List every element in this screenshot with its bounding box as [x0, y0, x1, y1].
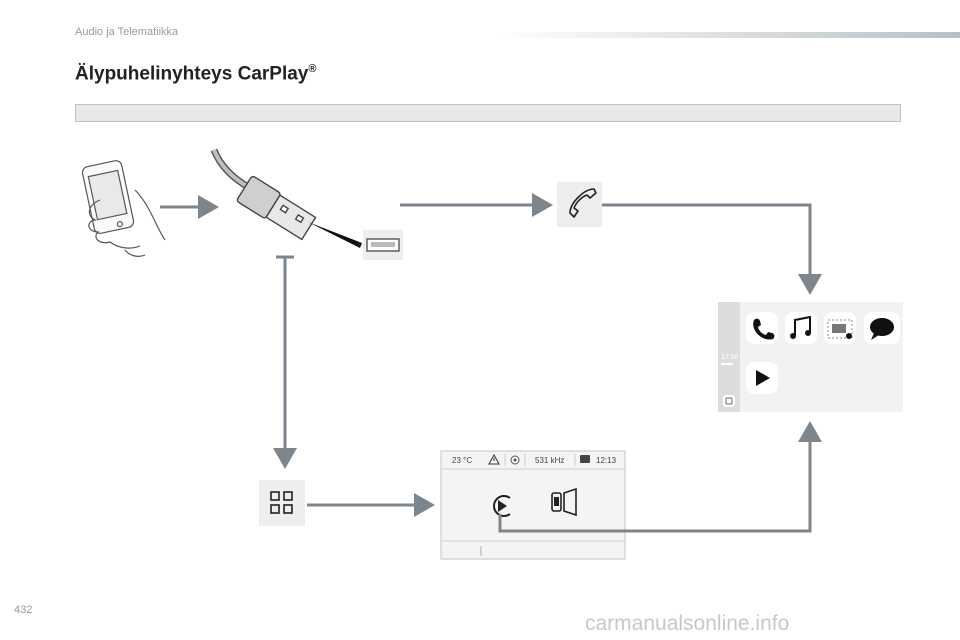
arrow-screen-to-carplay: [498, 421, 822, 533]
registered-mark: ®: [308, 63, 317, 75]
clock-readout: 12:13: [596, 456, 617, 465]
carplay-music-app-icon: [785, 312, 817, 344]
carplay-clock: 17:50: [721, 354, 739, 361]
carplay-home-button: [723, 395, 735, 407]
mirror-screen-icon: [551, 487, 577, 517]
watermark: carmanualsonline.info: [585, 612, 790, 635]
header-bar: [495, 32, 960, 38]
temperature-readout: 23 °C: [452, 456, 472, 465]
carplay-now-playing-app-icon: [746, 362, 778, 394]
usb-plug-icon: [210, 148, 362, 248]
title-band: [75, 104, 901, 122]
head-unit-screen: 23 °C 531 kHz 12:13: [440, 450, 626, 560]
carplay-messages-app-icon: [864, 312, 900, 344]
play-circle-icon: [493, 495, 511, 517]
warning-icon: [488, 453, 500, 465]
apps-grid-icon: [259, 480, 305, 526]
page-title: Älypuhelinyhteys CarPlay®: [75, 63, 316, 85]
settings-icon: [510, 455, 520, 465]
section-header: Audio ja Telematiikka: [75, 26, 179, 38]
page-title-text: Älypuhelinyhteys CarPlay: [75, 63, 309, 85]
page-number: 432: [14, 604, 33, 616]
message-icon: [580, 455, 590, 463]
carplay-maps-app-icon: [824, 312, 856, 344]
usb-port-icon: [363, 230, 403, 260]
phone-handset-icon: [557, 182, 602, 227]
carplay-phone-app-icon: [746, 312, 778, 344]
frequency-readout: 531 kHz: [535, 456, 564, 465]
arrow-phone-button-to-carplay: [602, 203, 822, 295]
carplay-home-screen: 17:50: [718, 302, 903, 412]
smartphone-hand-icon: [81, 160, 166, 257]
